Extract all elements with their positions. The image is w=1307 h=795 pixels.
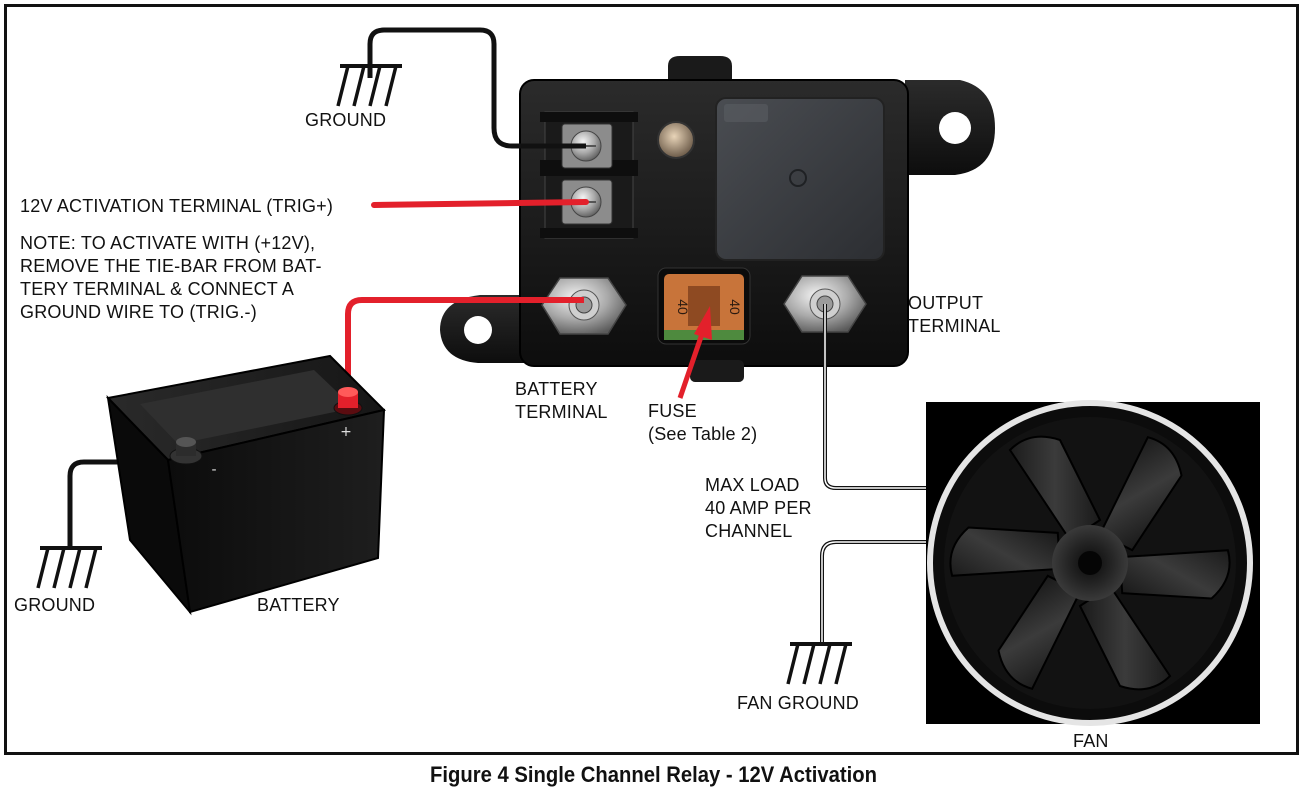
label-battery: BATTERY [257,595,340,615]
fuse-arrow [677,306,712,399]
label-ground-top: GROUND [305,110,387,130]
battery-positive-mark: + [340,424,352,440]
wire-battery-negative [67,459,190,546]
diagram-frame [4,4,1299,755]
battery-negative-mark: - [211,462,216,478]
label-fuse-table: (See Table 2) [648,424,758,444]
ground-icon-battery [36,546,104,590]
wire-battery-positive [345,297,584,392]
label-max-load-3: CHANNEL [705,521,793,541]
label-battery-terminal-1: BATTERY [515,379,598,399]
wire-ground-trigger [367,27,586,149]
label-max-load-1: MAX LOAD [705,475,800,495]
label-fuse: FUSE [648,401,697,421]
battery: + - [105,354,386,616]
wire-fan-ground [820,540,930,642]
label-battery-terminal-2: TERMINAL [515,402,608,422]
label-note-line-1: NOTE: TO ACTIVATE WITH (+12V), [20,233,316,253]
figure-caption: Figure 4 Single Channel Relay - 12V Acti… [430,762,877,787]
fan [926,400,1260,726]
label-max-load-2: 40 AMP PER [705,498,812,518]
fuse-rating-left: 40 [675,299,691,315]
label-output-terminal-2: TERMINAL [908,316,1001,336]
ground-icon-fan [786,642,854,686]
label-fan: FAN [1073,731,1109,751]
fuse-rating-right: 40 [727,299,743,315]
label-fan-ground: FAN GROUND [737,693,860,713]
label-activation-terminal: 12V ACTIVATION TERMINAL (TRIG+) [20,196,334,216]
label-note-line-4: GROUND WIRE TO (TRIG.-) [20,302,257,322]
label-note-line-3: TERY TERMINAL & CONNECT A [20,279,295,299]
relay-module [440,56,995,382]
label-ground-left: GROUND [14,595,96,615]
label-output-terminal-1: OUTPUT [908,293,984,313]
label-note-line-2: REMOVE THE TIE-BAR FROM BAT- [20,256,322,276]
wire-activation [371,199,589,208]
